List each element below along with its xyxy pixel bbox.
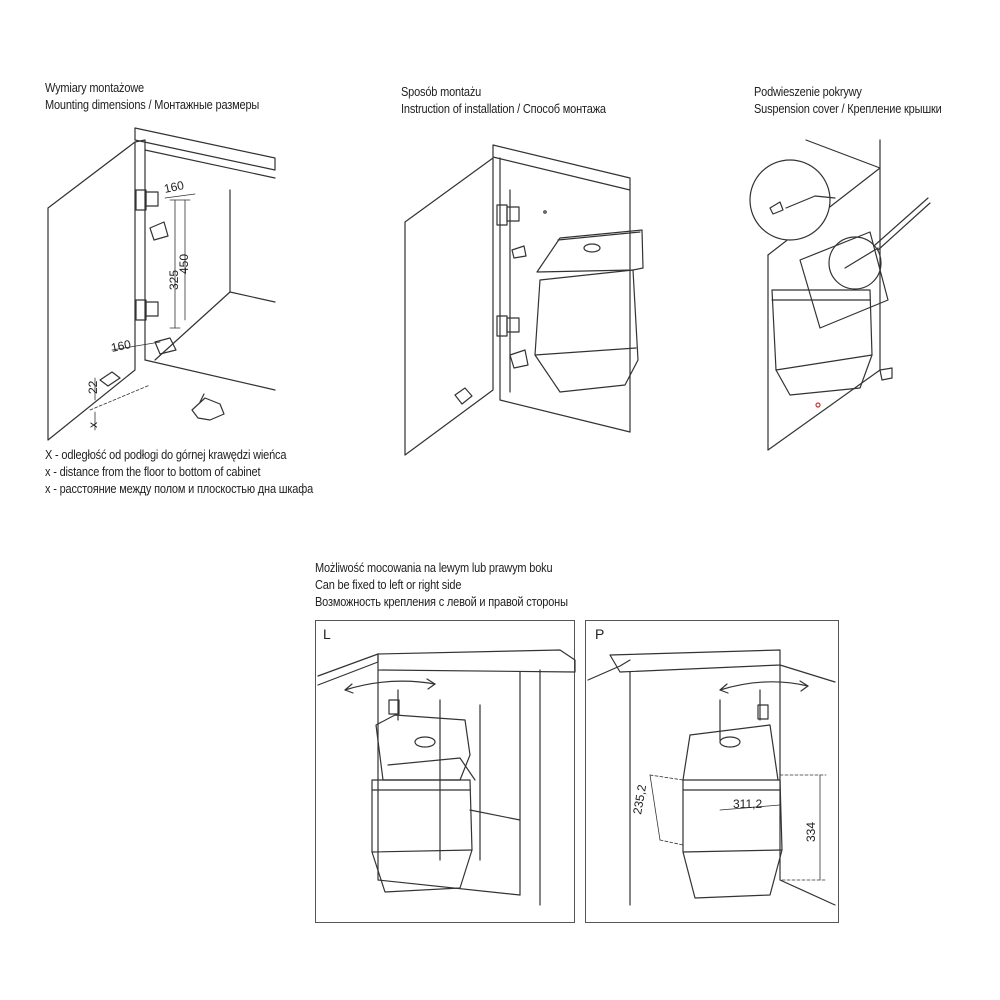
installation-title-en-ru: Instruction of installation / Способ мон… (401, 102, 606, 116)
installation-drawing (404, 144, 644, 456)
dim-450: 450 (177, 254, 191, 274)
dim-22: 22 (86, 380, 100, 394)
right-mount-frame (585, 620, 839, 923)
sides-title-pl: Możliwość mocowania na lewym lub prawym … (315, 561, 553, 575)
dim-325: 325 (167, 270, 181, 290)
note-pl: X - odległość od podłogi do górnej krawę… (45, 448, 287, 462)
dim-width: 311,2 (733, 797, 762, 811)
dim-height: 334 (804, 822, 818, 842)
installation-caption: Sposób montażu Instruction of installati… (401, 84, 606, 118)
mounting-title-pl: Wymiary montażowe (45, 81, 144, 95)
note-en: x - distance from the floor to bottom of… (45, 465, 261, 479)
left-mount-frame (315, 620, 575, 923)
sides-title-ru: Возможность крепления с левой и правой с… (315, 595, 568, 609)
mounting-notes: X - odległość od podłogi do górnej krawę… (45, 447, 313, 498)
right-panel-label: P (595, 626, 605, 642)
right-mount-drawing (587, 649, 836, 906)
note-ru: x - расстояние между полом и плоскостью … (45, 482, 314, 496)
dim-160-top: 160 (163, 178, 186, 196)
dim-depth: 235,2 (630, 783, 649, 815)
mounting-title-en-ru: Mounting dimensions / Монтажные размеры (45, 98, 260, 112)
installation-title-pl: Sposób montażu (401, 85, 482, 99)
suspension-drawing (749, 139, 931, 451)
sides-caption: Możliwość mocowania na lewym lub prawym … (315, 560, 568, 611)
left-panel-label: L (323, 626, 331, 642)
suspension-title-pl: Podwieszenie pokrywy (754, 85, 862, 99)
left-mount-drawing (317, 649, 576, 906)
suspension-caption: Podwieszenie pokrywy Suspension cover / … (754, 84, 942, 118)
suspension-title-en-ru: Suspension cover / Крепление крышки (754, 102, 942, 116)
mounting-caption: Wymiary montażowe Mounting dimensions / … (45, 80, 259, 114)
dim-160-bottom: 160 (110, 337, 133, 355)
mounting-cabinet-drawing (47, 127, 276, 441)
dim-x: x (86, 422, 100, 428)
sides-title-en: Can be fixed to left or right side (315, 578, 462, 592)
